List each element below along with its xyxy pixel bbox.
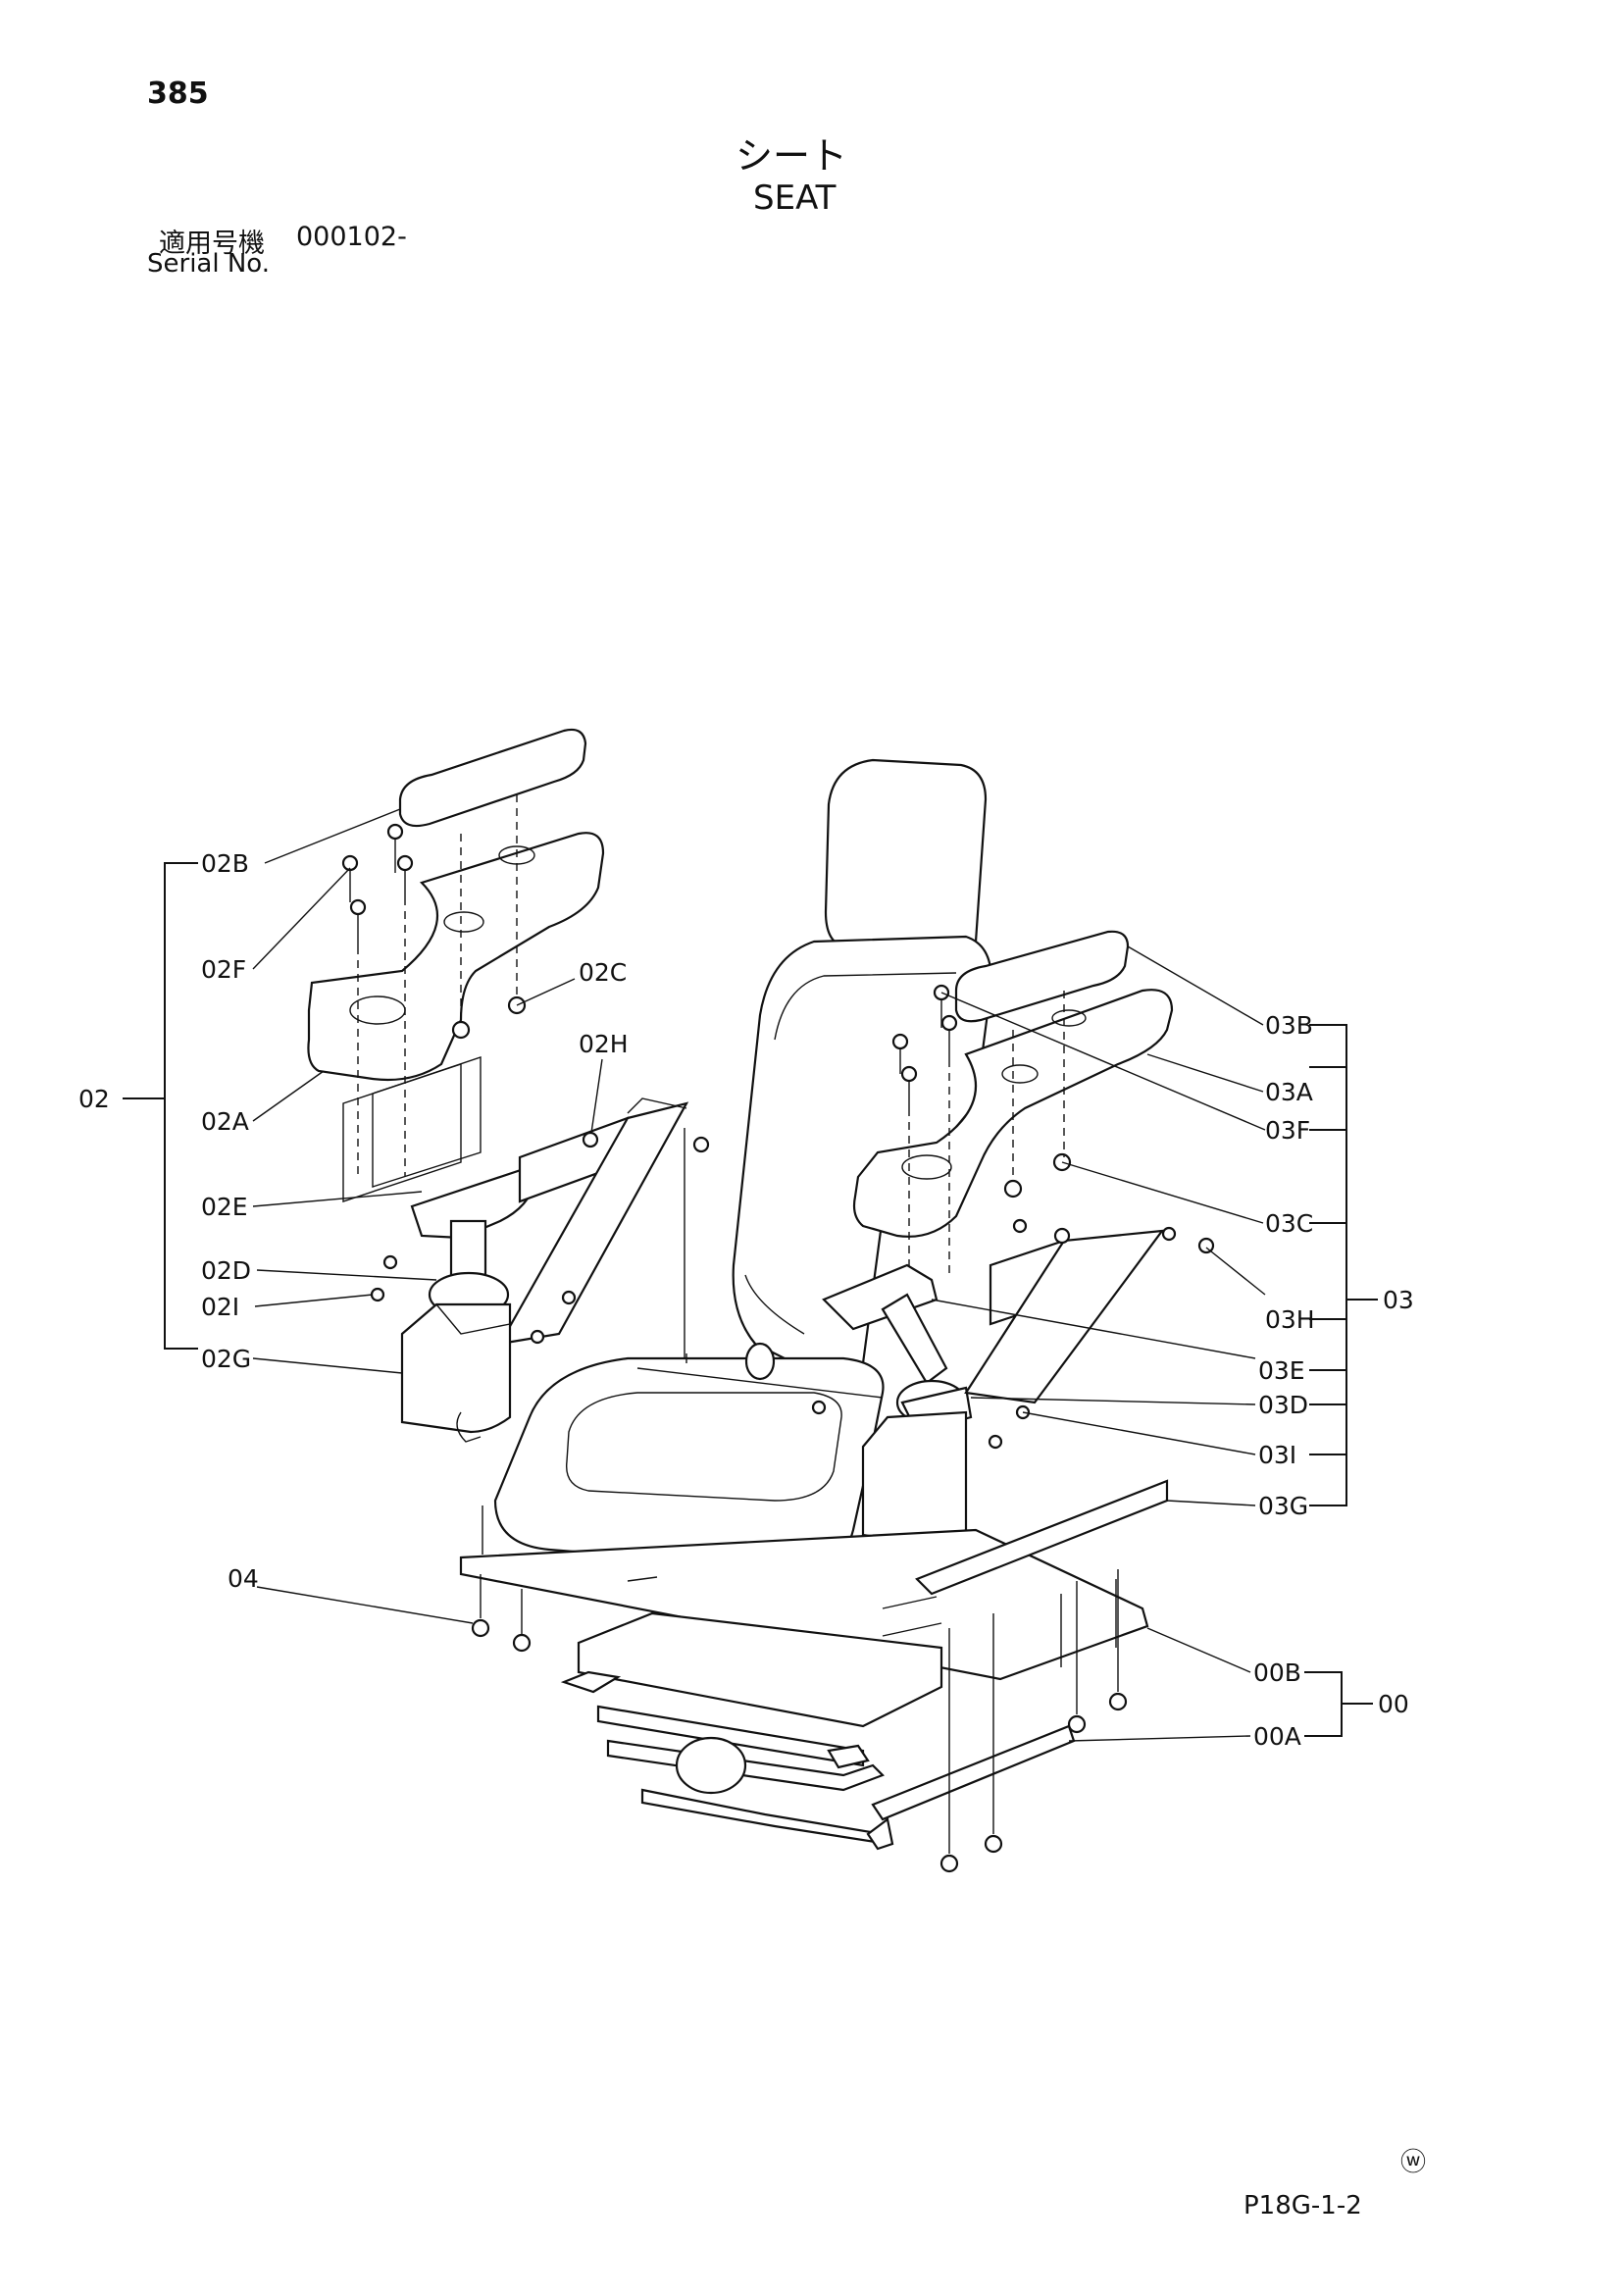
circled-w-mark: ⓦ: [1400, 2148, 1427, 2177]
callout-00a: 00A: [1253, 1722, 1301, 1751]
serial-number-value: 000102-: [296, 222, 407, 252]
callout-02d: 02D: [201, 1256, 251, 1285]
callout-03c: 03C: [1265, 1209, 1313, 1238]
seat-cushion: [493, 1356, 885, 1571]
callout-02b: 02B: [201, 849, 249, 878]
callout-03: 03: [1383, 1286, 1414, 1314]
callout-02g: 02G: [201, 1345, 251, 1373]
callout-03h: 03H: [1265, 1305, 1315, 1334]
callout-leaders: [123, 808, 1378, 1742]
callout-03i: 03I: [1258, 1441, 1296, 1469]
callout-03e: 03E: [1258, 1356, 1305, 1385]
right-armrest-base-box: [861, 1410, 968, 1547]
callout-02: 02: [78, 1085, 110, 1113]
callout-03d: 03D: [1258, 1391, 1308, 1419]
callout-03f: 03F: [1265, 1116, 1310, 1145]
callout-labels: 02B 02F 02 02A 02E 02D 02I 02G 02C 02H 0…: [78, 849, 1414, 1751]
seat-slide-frame: [577, 1611, 943, 1728]
callout-04: 04: [228, 1564, 259, 1593]
left-armrest-cup-hole-1: [443, 911, 484, 933]
callout-02e: 02E: [201, 1193, 248, 1221]
headrest: [824, 758, 988, 948]
diagram-code: P18G-1-2: [1243, 2191, 1362, 2220]
callout-00b: 00B: [1253, 1658, 1301, 1687]
seat-base-assembly: [459, 1128, 1169, 1873]
callout-02c: 02C: [579, 958, 627, 987]
callout-03b: 03B: [1265, 1011, 1313, 1040]
right-armrest-assembly: [811, 930, 1215, 1547]
page-title-japanese: シート: [736, 134, 848, 178]
callout-02f: 02F: [201, 955, 246, 984]
left-armrest-base-box: [400, 1302, 512, 1434]
callout-02a: 02A: [201, 1107, 249, 1136]
height-adjust-knob: [675, 1736, 747, 1795]
page-number: 385: [147, 77, 209, 111]
right-armrest-pad: [954, 930, 1130, 1023]
serial-label-japanese: 適用号機: [159, 229, 265, 259]
page-title: SEAT: [753, 179, 837, 218]
left-armrest-assembly: [307, 728, 710, 1434]
left-armrest-cover: [307, 832, 605, 1082]
callout-03a: 03A: [1265, 1078, 1313, 1106]
left-armrest-pad: [398, 728, 587, 828]
serial-label: Serial No.: [147, 249, 270, 279]
callout-00: 00: [1378, 1690, 1409, 1718]
callout-03g: 03G: [1258, 1492, 1308, 1520]
callout-02i: 02I: [201, 1293, 239, 1321]
seat-back-and-cushion: [456, 758, 992, 1571]
left-armrest-bolts: [341, 823, 527, 1040]
callout-02h: 02H: [579, 1030, 629, 1058]
